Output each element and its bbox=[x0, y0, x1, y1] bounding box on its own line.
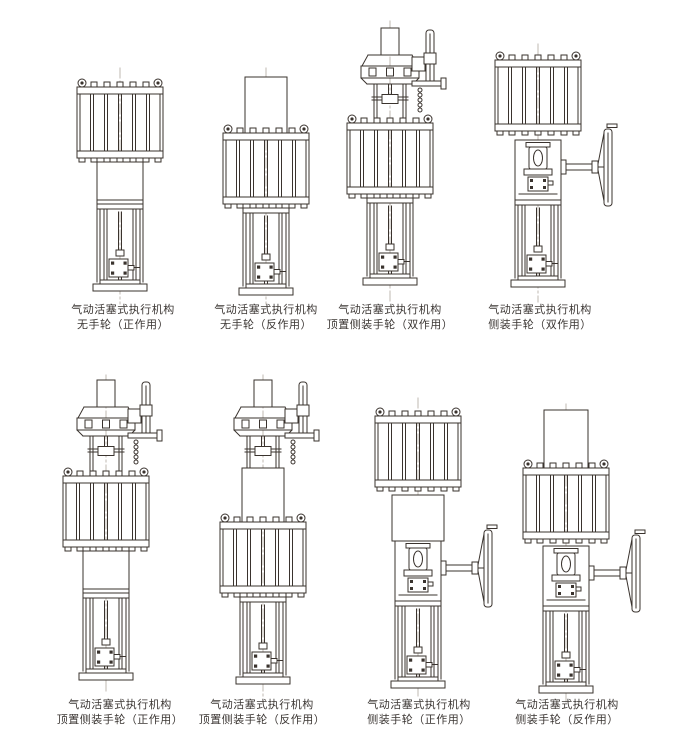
top-handwheel-gearbox bbox=[76, 379, 163, 471]
figure-caption-3: 气动活塞式执行机构 顶置侧装手轮（双作用） bbox=[295, 303, 485, 333]
spring-chamber bbox=[543, 409, 589, 469]
figure-caption-2: 气动活塞式执行机构 无手轮（反作用） bbox=[171, 303, 361, 333]
actuator-diagram-top-handwheel-reverse bbox=[188, 374, 320, 699]
figure-caption-5: 气动活塞式执行机构 顶置侧装手轮（正作用） bbox=[25, 698, 215, 728]
actuator-diagram-top-handwheel-direct bbox=[42, 374, 163, 695]
spring-chamber bbox=[244, 76, 288, 134]
caption-line: 顶置侧装手轮（正作用） bbox=[56, 714, 184, 726]
top-handwheel-gearbox bbox=[360, 27, 447, 119]
caption-line: 侧装手轮（正作用） bbox=[367, 714, 471, 726]
support-housing bbox=[82, 550, 130, 594]
figure-caption-7: 气动活塞式执行机构 侧装手轮（正作用） bbox=[324, 698, 514, 728]
support-housing bbox=[96, 161, 144, 205]
caption-line: 气动活塞式执行机构 bbox=[367, 699, 471, 711]
caption-line: 气动活塞式执行机构 bbox=[338, 304, 442, 316]
figure-caption-1: 气动活塞式执行机构 无手轮（正作用） bbox=[28, 303, 218, 333]
actuator-diagram-no-handwheel-reverse bbox=[196, 67, 336, 305]
figure-caption-4: 气动活塞式执行机构 侧装手轮（双作用） bbox=[445, 303, 635, 333]
caption-line: 气动活塞式执行机构 bbox=[68, 699, 172, 711]
caption-line: 气动活塞式执行机构 bbox=[214, 304, 318, 316]
caption-line: 气动活塞式执行机构 bbox=[71, 304, 175, 316]
side-handwheel-gearbox bbox=[514, 123, 618, 207]
extension-housing bbox=[391, 494, 445, 542]
caption-line: 无手轮（反作用） bbox=[220, 319, 312, 331]
top-handwheel-gearbox bbox=[233, 379, 320, 471]
actuator-diagram-side-handwheel-double bbox=[476, 43, 618, 303]
actuator-diagram-side-handwheel-reverse bbox=[496, 403, 646, 703]
caption-line: 顶置侧装手轮（反作用） bbox=[198, 714, 326, 726]
actuator-diagram-no-handwheel-direct bbox=[52, 67, 192, 305]
caption-line: 侧装手轮（双作用） bbox=[488, 319, 592, 331]
actuator-diagram-top-handwheel-double bbox=[328, 20, 447, 303]
spring-chamber bbox=[241, 467, 285, 523]
caption-line: 气动活塞式执行机构 bbox=[488, 304, 592, 316]
caption-line: 气动活塞式执行机构 bbox=[515, 699, 619, 711]
caption-line: 侧装手轮（反作用） bbox=[515, 714, 619, 726]
actuator-diagram-side-handwheel-direct bbox=[353, 397, 498, 698]
caption-line: 气动活塞式执行机构 bbox=[210, 699, 314, 711]
caption-line: 顶置侧装手轮（双作用） bbox=[326, 319, 454, 331]
figure-caption-8: 气动活塞式执行机构 侧装手轮（反作用） bbox=[472, 698, 662, 728]
caption-line: 无手轮（正作用） bbox=[77, 319, 169, 331]
figure-caption-6: 气动活塞式执行机构 顶置侧装手轮（反作用） bbox=[167, 698, 357, 728]
